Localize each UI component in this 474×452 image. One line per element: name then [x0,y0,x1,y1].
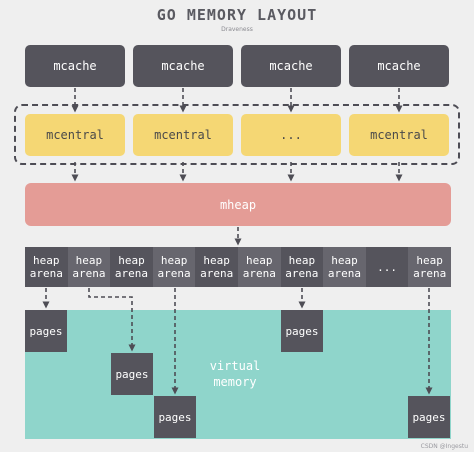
pages-block-5: pages [408,396,450,438]
heap-arena-8: heap arena [323,247,366,287]
mcache-box-2: mcache [133,45,233,87]
diagram-author: Draveness [221,26,253,33]
mcache-box-1: mcache [25,45,125,87]
mcache-box-3: mcache [241,45,341,87]
heap-arena-ellipsis: ... [377,260,397,274]
mcache-box-4: mcache [349,45,449,87]
virtual-memory-label: virtual memory [209,359,261,389]
mcentral-box-ellipsis: ... [241,114,341,156]
heap-arena-10: heap arena [408,247,451,287]
mcentral-box-4: mcentral [349,114,449,156]
heap-arena-3: heap arena [114,254,149,280]
virtual-memory-area [25,310,451,439]
pages-block-1: pages [25,310,67,352]
mcentral-box-1: mcentral [25,114,125,156]
heap-arena-6: heap arena [237,247,281,287]
heap-arena-7: heap arena [285,254,319,280]
heap-arena-2: heap arena [67,247,111,287]
mheap-box: mheap [25,183,451,226]
diagram-title: GO MEMORY LAYOUT [156,6,318,24]
heap-arena-4: heap arena [152,247,196,287]
pages-block-2: pages [111,353,153,395]
arrow-arena-pages-2 [88,288,136,352]
heap-arena-1: heap arena [29,254,63,280]
mcentral-group-frame [14,104,460,165]
mcentral-box-2: mcentral [133,114,233,156]
heap-arena-row: heap arena heap arena heap arena heap ar… [25,247,451,287]
pages-block-3: pages [154,396,196,438]
pages-block-4: pages [281,310,323,352]
heap-arena-5: heap arena [200,254,234,280]
source-credit: CSDN @Ingestu [420,443,468,450]
